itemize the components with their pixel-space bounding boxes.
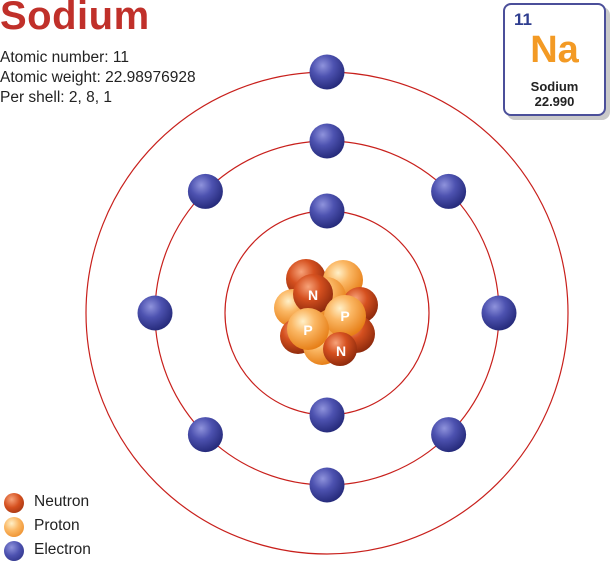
tile-symbol: Na: [530, 29, 579, 71]
electron-shell-3: [309, 54, 345, 90]
electron-shell-2: [187, 417, 223, 453]
legend-proton-label: Proton: [34, 517, 80, 534]
per-shell-text: Per shell: 2, 8, 1: [0, 89, 113, 106]
electron-shell-1: [309, 397, 345, 433]
nucleus-label-proton: P: [303, 322, 312, 338]
legend-neutron-swatch: [4, 493, 24, 513]
electron-shell-2: [137, 295, 173, 331]
tile-element-name: Sodium: [530, 79, 579, 94]
electrons: [137, 54, 517, 503]
electron-shell-2: [431, 417, 467, 453]
nucleus-label-neutron: N: [308, 287, 318, 303]
nucleus-label-neutron: N: [336, 343, 346, 359]
atomic-number-text: Atomic number: 11: [0, 49, 129, 66]
electron-shell-2: [431, 173, 467, 209]
legend-neutron-label: Neutron: [34, 493, 90, 510]
legend-electron-label: Electron: [34, 541, 91, 558]
atomic-weight-text: Atomic weight: 22.98976928: [0, 69, 196, 86]
nucleus: N P P N: [274, 259, 378, 366]
electron-shell-1: [309, 193, 345, 229]
electron-shell-2: [187, 173, 223, 209]
electron-shell-2: [309, 123, 345, 159]
neutron: [323, 332, 357, 366]
legend-electron-swatch: [4, 541, 24, 561]
element-title: Sodium: [0, 0, 150, 38]
periodic-table-tile: 11 Na Sodium 22.990: [503, 3, 606, 116]
tile-atomic-number: 11: [514, 10, 532, 29]
proton: [324, 295, 366, 337]
neutron: [293, 274, 333, 314]
legend-proton-swatch: [4, 517, 24, 537]
tile-atomic-weight: 22.990: [534, 94, 575, 109]
proton: [287, 308, 329, 350]
nucleus-label-proton: P: [340, 308, 349, 324]
electron-shell-2: [481, 295, 517, 331]
electron-shell-2: [309, 467, 345, 503]
